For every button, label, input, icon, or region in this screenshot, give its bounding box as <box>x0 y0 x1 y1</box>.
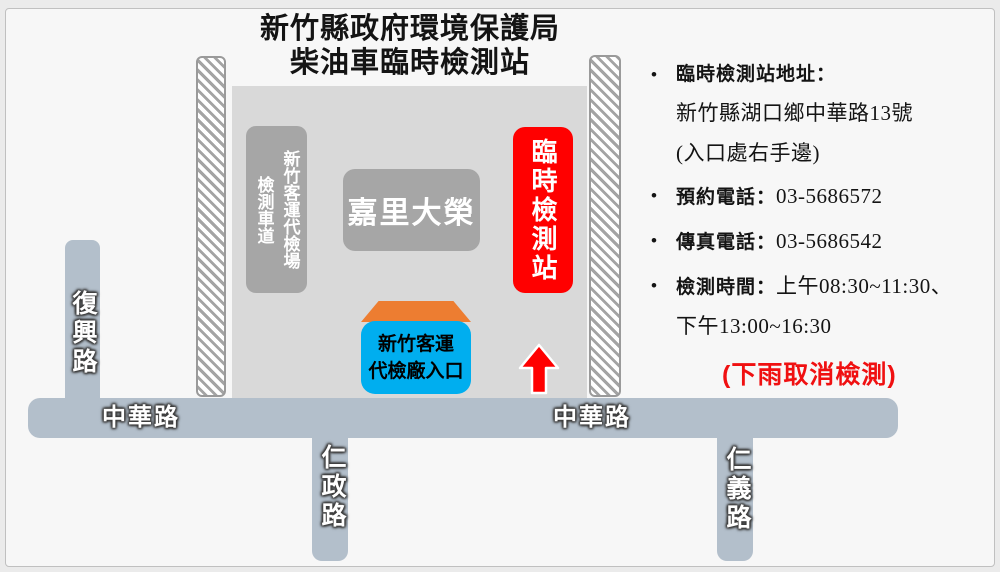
lane-label-col1: 新竹客運代檢場 <box>280 150 300 269</box>
address-line-2: (入口處右手邊) <box>676 141 820 165</box>
kerry-logistics-label: 嘉里大榮 <box>347 197 476 230</box>
road-label-zhonghua-right: 中華路 <box>553 404 631 431</box>
title-line-2: 柴油車臨時檢測站 <box>289 47 530 79</box>
kerry-logistics-box: 嘉里大榮 <box>343 169 480 251</box>
temp-station-box: 臨時檢測站 <box>513 127 573 293</box>
bullet-icon: • <box>651 231 657 250</box>
entrance-roof <box>361 301 471 322</box>
bullet-icon: • <box>651 276 657 295</box>
inspection-lane-label: 新竹客運代檢場 檢測車道 <box>251 126 303 293</box>
title-line-1: 新竹縣政府環境保護局 <box>259 13 560 45</box>
entrance-label-line2: 代檢廠入口 <box>368 360 464 382</box>
fax-value: 03-5686542 <box>776 229 883 253</box>
lane-label-col2: 檢測車道 <box>254 175 274 244</box>
hatched-barrier-left <box>196 56 226 397</box>
inspection-lane-box: 新竹客運代檢場 檢測車道 <box>246 126 307 293</box>
info-item-fax: • 傳真電話：03-5686542 <box>630 222 992 262</box>
hours-value-am: 上午08:30~11:30、 <box>776 274 953 298</box>
address-line-1: 新竹縣湖口鄉中華路13號 <box>676 101 913 125</box>
info-item-hours: • 檢測時間：上午08:30~11:30、 <box>630 267 992 307</box>
road-renzheng <box>312 438 348 561</box>
page-title: 新竹縣政府環境保護局 柴油車臨時檢測站 <box>160 12 660 80</box>
road-label-fuxing: 復興路 <box>69 290 97 377</box>
road-label-zhonghua-left: 中華路 <box>102 404 180 431</box>
phone-label: 預約電話： <box>676 187 777 208</box>
road-zhonghua <box>28 398 898 438</box>
bullet-icon: • <box>651 65 657 84</box>
phone-value: 03-5686572 <box>776 184 883 208</box>
info-item-phone: • 預約電話：03-5686572 <box>630 177 992 217</box>
entrance-label-line1: 新竹客運 <box>377 333 454 355</box>
hours-line-pm: 下午13:00~16:30 <box>676 314 832 338</box>
address-label: 臨時檢測站地址： <box>676 64 837 85</box>
road-label-renyi: 仁義路 <box>723 446 751 533</box>
road-fuxing <box>65 240 100 398</box>
hours-label: 檢測時間： <box>676 277 777 298</box>
info-panel: • 臨時檢測站地址： 新竹縣湖口鄉中華路13號 (入口處右手邊) • 預約電話：… <box>630 56 992 391</box>
bullet-icon: • <box>651 186 657 205</box>
rain-cancel-note: (下雨取消檢測) <box>722 361 897 389</box>
road-renyi <box>717 438 753 561</box>
entrance-box: 新竹客運 代檢廠入口 <box>361 321 471 394</box>
fax-label: 傳真電話： <box>676 232 777 253</box>
info-item-address: • 臨時檢測站地址： <box>630 56 992 94</box>
up-arrow-icon <box>518 343 560 395</box>
road-label-renzheng: 仁政路 <box>318 444 346 531</box>
temp-station-label: 臨時檢測站 <box>528 137 558 283</box>
hatched-barrier-right <box>589 55 621 397</box>
